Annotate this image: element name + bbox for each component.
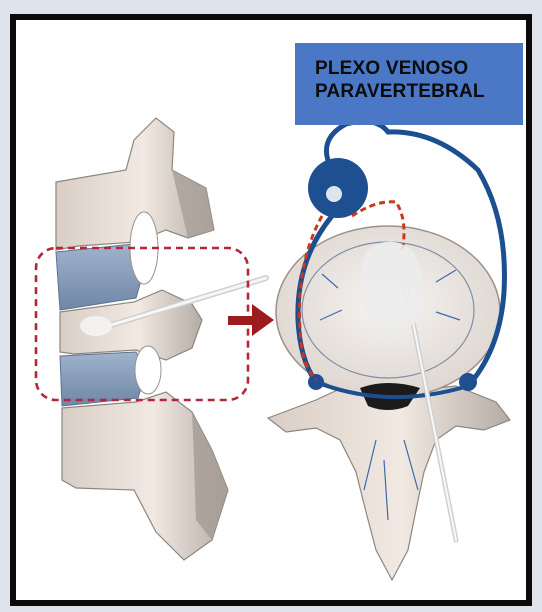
- right-arrow-icon: [228, 304, 274, 336]
- plexus-label: PLEXO VENOSO PARAVERTEBRAL: [295, 43, 523, 125]
- lateral-spine-view: [36, 118, 266, 560]
- vein-node-left: [308, 374, 324, 390]
- vertebral-arch: [268, 386, 510, 580]
- diagram-panel: PLEXO VENOSO PARAVERTEBRAL: [10, 14, 532, 606]
- lower-foramen: [135, 346, 161, 394]
- lower-disc: [60, 352, 146, 406]
- label-line-1: PLEXO VENOSO: [315, 57, 523, 80]
- vein-node-right: [459, 373, 477, 391]
- axial-vertebra-view: [268, 121, 510, 580]
- injection-spot: [80, 316, 112, 336]
- label-line-2: PARAVERTEBRAL: [315, 80, 523, 103]
